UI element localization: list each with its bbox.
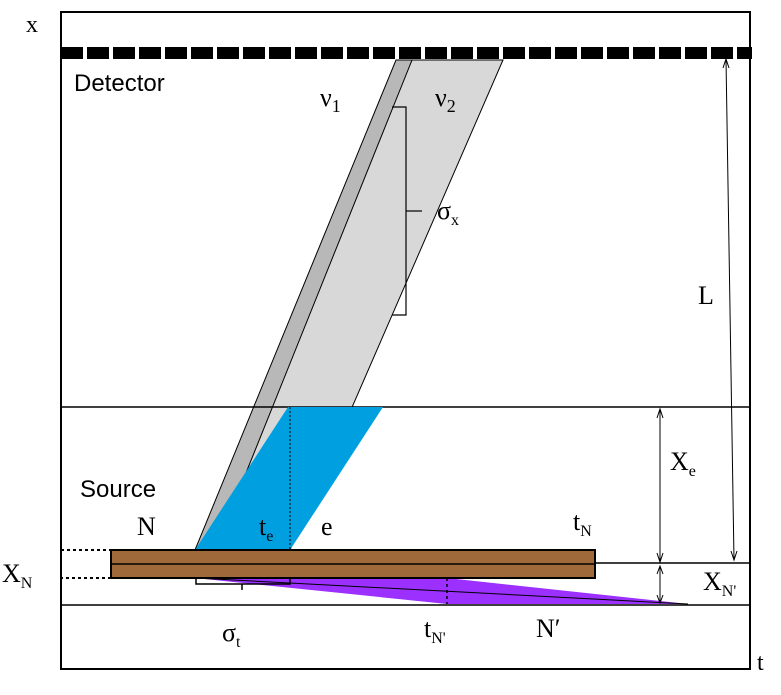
Xe-label: Xe: [670, 447, 696, 480]
sigma-x-label: σx: [437, 196, 459, 229]
x-axis-label: x: [26, 12, 38, 38]
nu1-label: ν1: [320, 83, 341, 116]
tNp-label: tN': [424, 614, 446, 647]
source-label: Source: [80, 476, 156, 503]
L-label: L: [698, 281, 714, 310]
XNp-dimension-arrow: [656, 564, 664, 605]
neutral-triangle-edge: [194, 577, 689, 605]
electron-parallelogram: [195, 407, 383, 550]
te-label: te: [259, 512, 273, 545]
L-dimension-arrow: [722, 57, 738, 562]
tN-label: tN: [573, 507, 592, 540]
XNp-label: XN': [703, 567, 736, 600]
Np-label: N′: [536, 614, 560, 643]
source-bar-dotted-extension: [60, 549, 112, 579]
sigma-t-label: σt: [222, 618, 241, 651]
sigma-t-brace: [195, 578, 291, 590]
nu2-label: ν2: [435, 83, 456, 116]
e-label: e: [321, 512, 333, 541]
Xe-dimension-arrow: [656, 407, 664, 564]
t-axis-label: t: [757, 650, 764, 676]
XN-label: XN: [2, 559, 33, 592]
frame: [60, 11, 751, 670]
detector-label: Detector: [74, 70, 165, 97]
N-label: N: [137, 512, 156, 541]
